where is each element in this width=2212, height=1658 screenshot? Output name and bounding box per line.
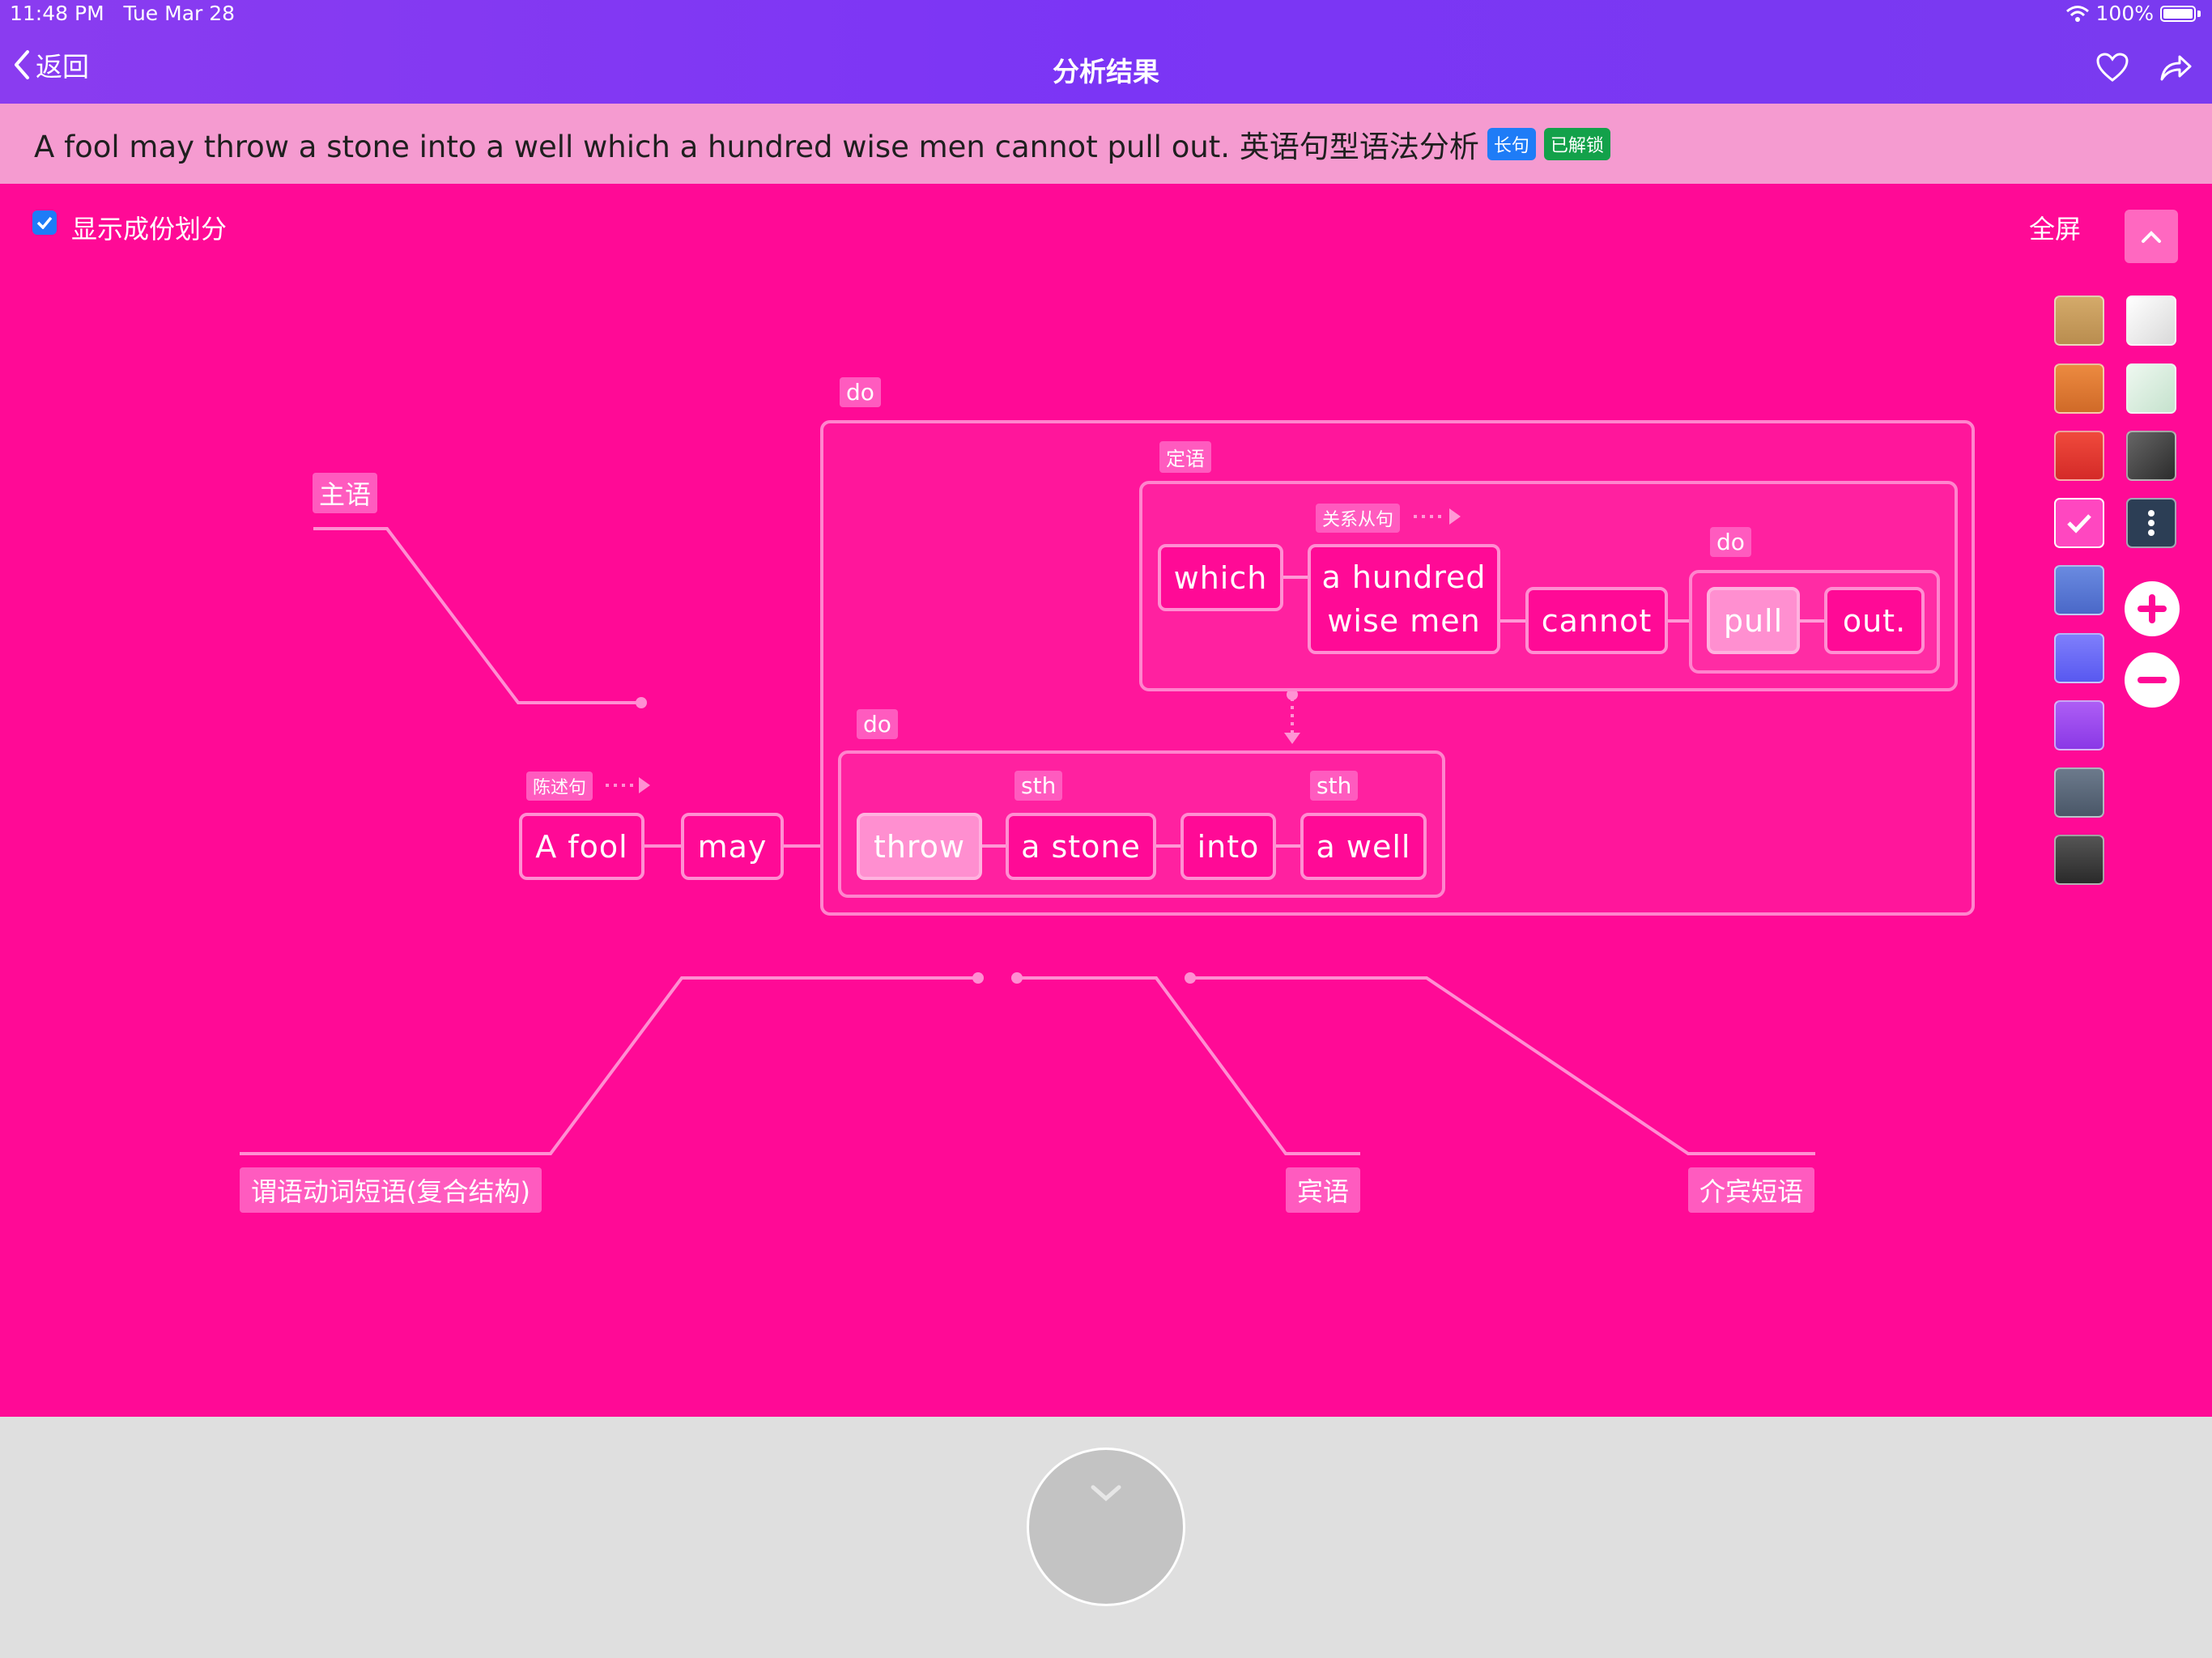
checkmark-icon [36,216,53,229]
word-which[interactable]: which [1158,544,1283,611]
more-options-button[interactable] [2126,498,2176,548]
heart-icon[interactable] [2095,52,2129,83]
label-predicate: 谓语动词短语(复合结构) [240,1167,542,1213]
wifi-icon [2065,5,2089,22]
sentence-text: A fool may throw a stone into a well whi… [34,129,1479,164]
status-time: 11:48 PM Tue Mar 28 [10,2,235,25]
color-swatch-mint[interactable] [2126,363,2176,414]
word-may[interactable]: may [681,813,784,880]
chevron-left-icon [15,50,29,79]
share-icon[interactable] [2159,52,2193,83]
label-sth-2: sth [1310,771,1359,801]
status-date: Tue Mar 28 [123,2,236,25]
sentence-header: A fool may throw a stone into a well whi… [0,104,2212,184]
color-swatch-dark-gray[interactable] [2126,431,2176,481]
color-swatch-purple[interactable] [2054,700,2104,750]
label-attributive: 定语 [1159,441,1211,473]
label-do-inner: do [857,709,898,739]
collapse-toolbar-button[interactable] [2125,210,2178,263]
show-components-label[interactable]: 显示成份划分 [71,214,228,244]
label-declarative: 陈述句 [526,772,593,801]
word-a-fool[interactable]: A fool [519,813,644,880]
word-pull[interactable]: pull [1707,587,1800,654]
label-relative-clause: 关系从句 [1316,504,1401,533]
color-swatch-indigo[interactable] [2054,633,2104,683]
chevron-up-icon [2142,231,2161,243]
chevron-down-icon [1091,1485,1121,1502]
label-sth-1: sth [1015,771,1063,801]
label-object: 宾语 [1286,1167,1361,1213]
color-swatch-slate[interactable] [2054,767,2104,818]
color-swatch-pink-selected[interactable] [2054,498,2104,548]
more-vertical-icon [2148,510,2155,536]
label-do-clause: do [1710,527,1751,557]
battery-tip [2197,10,2201,17]
label-subject: 主语 [313,473,378,513]
battery-percent: 100% [2095,2,2154,25]
back-label: 返回 [36,51,89,83]
word-a-stone[interactable]: a stone [1006,813,1156,880]
color-swatch-gold[interactable] [2054,295,2104,346]
plus-icon [2138,594,2167,623]
label-prep-phrase: 介宾短语 [1688,1167,1815,1213]
color-swatch-black[interactable] [2054,835,2104,885]
color-swatch-red[interactable] [2054,431,2104,481]
status-indicators: 100% [2065,2,2201,25]
word-throw[interactable]: throw [857,813,982,880]
back-button[interactable]: 返回 [13,45,89,84]
color-swatch-white[interactable] [2126,295,2176,346]
color-swatch-orange[interactable] [2054,363,2104,414]
collapse-panel-button[interactable] [1027,1448,1185,1606]
status-clock: 11:48 PM [10,2,104,25]
long-sentence-badge: 长句 [1487,127,1536,160]
word-out[interactable]: out. [1824,587,1925,654]
color-swatch-blue[interactable] [2054,565,2104,615]
fullscreen-button[interactable]: 全屏 [2029,214,2082,244]
word-wise-men: wise men [1327,603,1481,639]
battery-icon [2160,5,2196,22]
checkmark-icon [2067,514,2091,534]
word-cannot[interactable]: cannot [1525,587,1668,654]
minus-icon [2138,677,2167,683]
word-a-hundred-wise-men[interactable]: a hundred wise men [1308,544,1500,654]
word-a-hundred: a hundred [1321,559,1487,595]
word-a-well[interactable]: a well [1300,813,1427,880]
page-title: 分析结果 [1053,56,1159,87]
label-do-outer: do [840,377,881,407]
word-into[interactable]: into [1180,813,1276,880]
navigation-bar: 11:48 PM Tue Mar 28 100% 返回 分析结果 [0,0,2212,104]
show-components-checkbox[interactable] [32,210,57,235]
unlocked-badge: 已解锁 [1543,127,1610,160]
zoom-out-button[interactable] [2125,653,2180,708]
zoom-in-button[interactable] [2125,581,2180,636]
